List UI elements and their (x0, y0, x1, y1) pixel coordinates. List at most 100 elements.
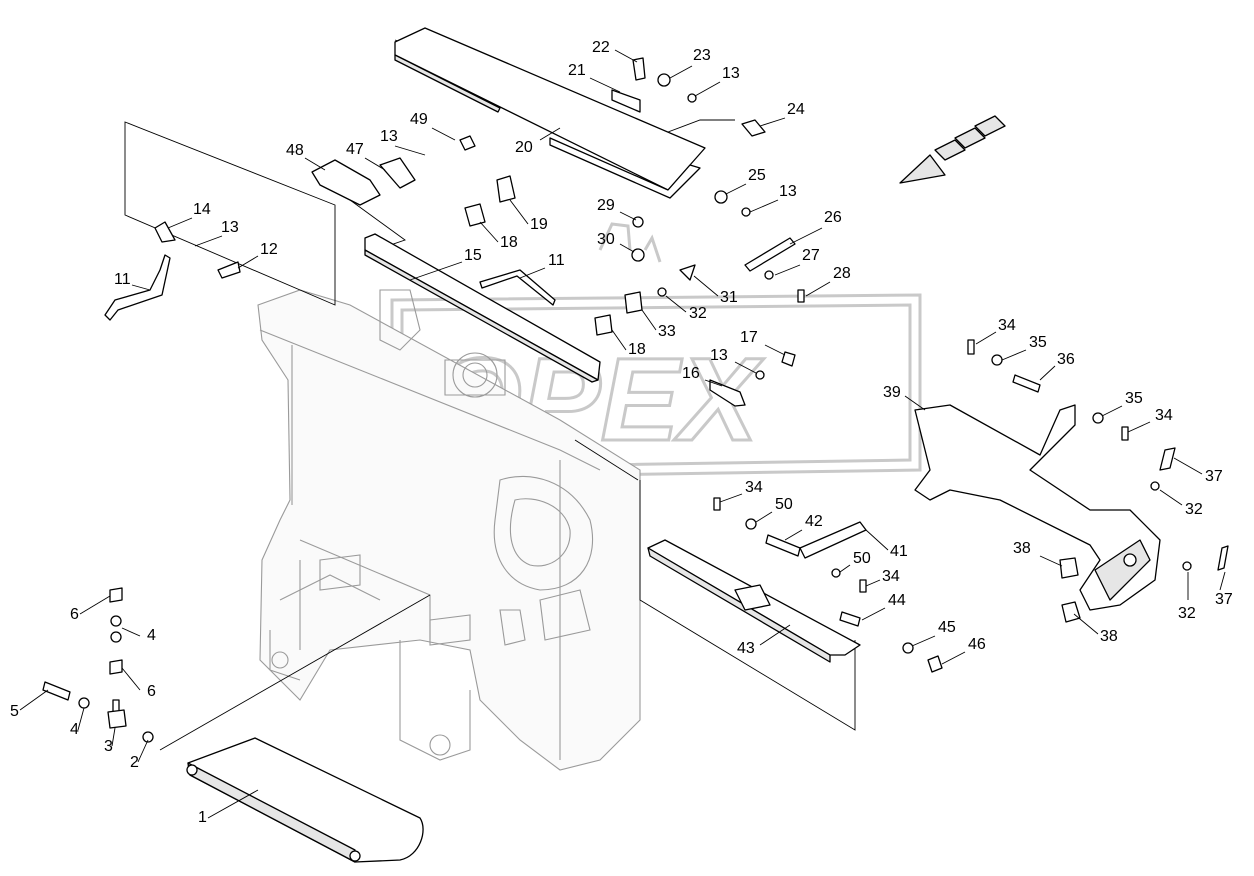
callout-leader-line (1127, 421, 1151, 433)
callout-5: 5 (10, 689, 49, 720)
callout-leader-line (865, 579, 881, 587)
callout-label: 50 (775, 496, 793, 513)
callout-leader-line (539, 127, 561, 141)
callout-24: 24 (759, 101, 805, 127)
callout-45: 45 (911, 619, 956, 647)
callout-25: 25 (725, 167, 766, 195)
callout-leader-line (409, 261, 463, 281)
callout-44: 44 (861, 592, 906, 621)
callout-label: 15 (464, 247, 482, 264)
callout-leader-line (509, 199, 529, 225)
callout-label: 37 (1215, 591, 1233, 608)
callout-label: 39 (883, 384, 901, 401)
arm-part-39 (914, 404, 1161, 623)
callout-label: 1 (198, 809, 207, 826)
callout-label: 42 (805, 513, 823, 530)
callout-label: 32 (689, 305, 707, 322)
callout-50: 50 (839, 550, 871, 573)
callout-label: 37 (1205, 468, 1223, 485)
callout-label: 48 (286, 142, 304, 159)
callout-label: 13 (380, 128, 398, 145)
callout-leader-line (749, 199, 779, 213)
callout-leader-line (1039, 555, 1063, 567)
callout-leader-line (693, 275, 719, 297)
callout-label: 30 (597, 231, 615, 248)
callout-label: 11 (114, 271, 131, 288)
callout-leader-line (805, 281, 831, 297)
callout-leader-line (519, 267, 546, 279)
callout-43: 43 (737, 624, 791, 657)
callout-label: 11 (548, 252, 565, 269)
callout-label: 25 (748, 167, 766, 184)
callout-label: 14 (193, 201, 211, 218)
callout-leader-line (1001, 349, 1027, 361)
callout-label: 24 (787, 101, 805, 118)
callout-leader-line (77, 707, 85, 731)
callout-label: 38 (1100, 628, 1118, 645)
callout-leader-line (19, 689, 49, 711)
callout-13: 13 (194, 219, 239, 247)
callout-label: 3 (104, 738, 113, 755)
callout-leader-line (861, 607, 886, 621)
callout-32: 32 (1178, 572, 1196, 622)
callout-48: 48 (286, 142, 326, 171)
callout-label: 43 (737, 640, 755, 657)
callout-leader-line (611, 329, 627, 351)
callout-label: 41 (890, 543, 908, 560)
callout-38: 38 (1073, 613, 1118, 645)
callout-leader-line (619, 243, 635, 253)
callout-13: 13 (694, 65, 740, 97)
callout-leader-line (725, 183, 747, 195)
callout-label: 18 (500, 234, 518, 251)
callout-label: 27 (802, 247, 820, 264)
callout-29: 29 (597, 197, 637, 221)
callout-label: 47 (346, 141, 364, 158)
callout-32: 32 (1159, 489, 1203, 518)
callout-6: 6 (70, 595, 111, 623)
callout-41: 41 (865, 529, 908, 560)
bar-part-15 (364, 233, 601, 383)
callout-leader-line (755, 511, 773, 523)
callout-label: 23 (693, 47, 711, 64)
callout-label: 35 (1029, 334, 1047, 351)
callout-label: 28 (833, 265, 851, 282)
callout-leader-line (479, 221, 499, 243)
callout-leader-line (614, 49, 638, 63)
callout-label: 17 (740, 329, 758, 346)
callout-label: 35 (1125, 390, 1143, 407)
callout-label: 18 (628, 341, 646, 358)
callout-leader-line (237, 255, 259, 269)
callout-leader-line (131, 284, 151, 291)
callout-label: 29 (597, 197, 615, 214)
callout-label: 4 (70, 721, 79, 738)
callout-leader-line (641, 309, 657, 331)
callout-leader-line (431, 127, 456, 141)
callout-label: 33 (658, 323, 676, 340)
callout-leader-line (904, 395, 926, 411)
callout-leader-line (759, 624, 791, 646)
callout-label: 49 (410, 111, 428, 128)
callout-leader-line (79, 595, 111, 615)
callout-label: 20 (515, 139, 533, 156)
callout-leader-line (304, 157, 326, 171)
direction-arrow (899, 115, 1006, 184)
callout-38: 38 (1013, 540, 1063, 567)
callout-leader-line (865, 529, 889, 551)
callout-leader-line (1159, 489, 1183, 506)
callout-label: 5 (10, 703, 19, 720)
callout-leader-line (941, 651, 966, 665)
callout-leader-line (911, 635, 936, 647)
callout-6: 6 (121, 667, 156, 700)
callout-label: 19 (530, 216, 548, 233)
callout-13: 13 (749, 183, 797, 213)
callout-36: 36 (1039, 351, 1075, 381)
callout-label: 36 (1057, 351, 1075, 368)
callout-layer: 1234456611111213131313131415161718181920… (10, 39, 1233, 826)
callout-47: 47 (346, 141, 386, 171)
callout-label: 2 (130, 754, 139, 771)
callout-leader-line (719, 493, 743, 503)
callout-2: 2 (130, 739, 149, 771)
callout-11: 11 (114, 271, 151, 291)
callout-26: 26 (789, 209, 842, 245)
callout-leader-line (764, 344, 786, 356)
